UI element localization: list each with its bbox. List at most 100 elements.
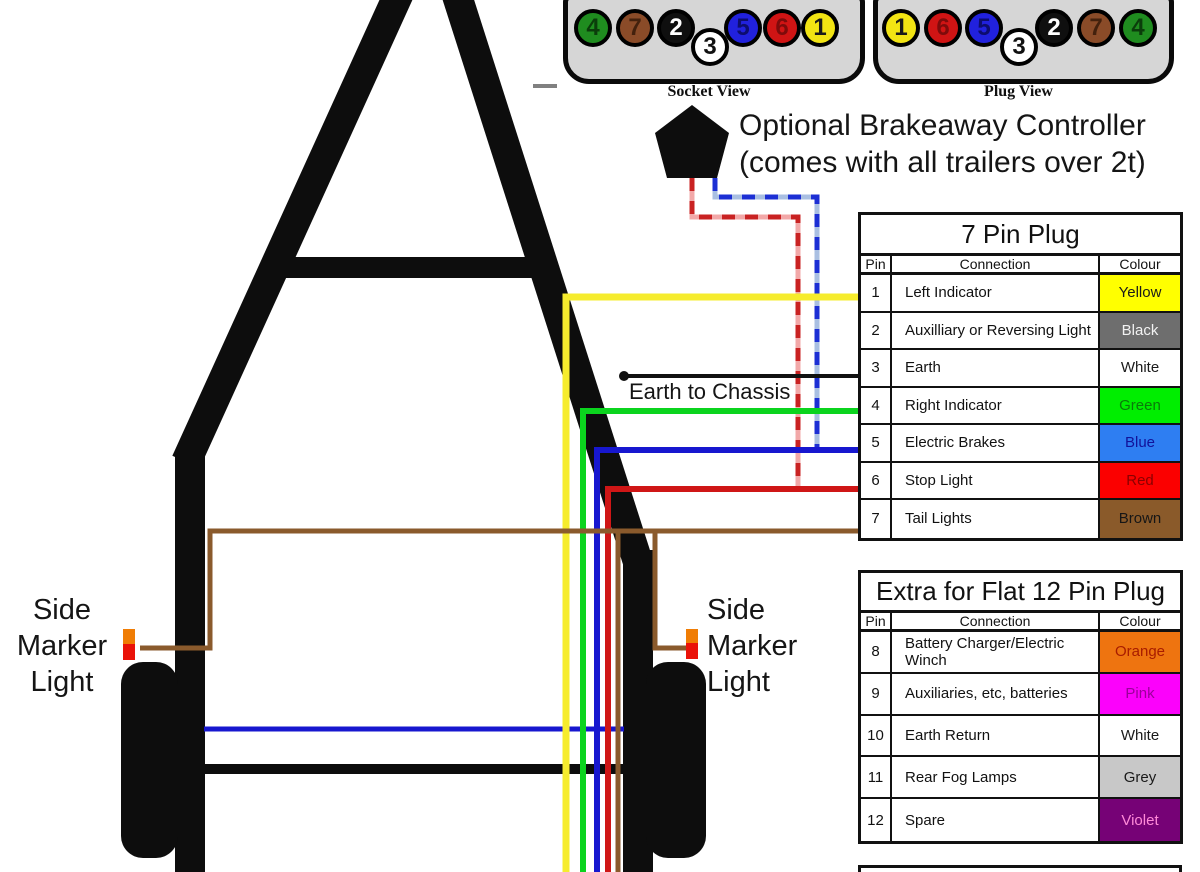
brakeaway-title-line1: Optional Brakeaway Controller [739, 109, 1146, 142]
right-wheel [646, 662, 706, 858]
brakeaway-blue-wire [712, 178, 820, 450]
cell-connection: Earth [892, 350, 1100, 386]
table-row: 7 Tail Lights Brown [861, 500, 1180, 538]
drawbar-left-diagonal [172, 0, 413, 469]
cell-colour: Green [1100, 387, 1180, 423]
cell-connection: Electric Brakes [892, 425, 1100, 461]
side-marker-left-line1: Side [32, 594, 92, 626]
cell-connection: Right Indicator [892, 387, 1100, 423]
table-row: 10 Earth Return White [861, 715, 1180, 758]
drawbar-crossbar [286, 257, 549, 278]
brakeaway-wires [689, 178, 820, 489]
header-pin: Pin [861, 613, 892, 629]
brown-wire-pin7-right [652, 531, 688, 651]
cell-connection: Left Indicator [892, 275, 1100, 311]
cell-pin: 2 [861, 312, 892, 348]
cell-pin: 4 [861, 387, 892, 423]
plug-pin-3: 3 [1000, 28, 1038, 66]
left-marker-light-orange [123, 629, 135, 644]
cell-pin: 9 [861, 673, 892, 714]
right-marker-light-orange [686, 629, 698, 643]
side-marker-label-left: Side Marker Light [6, 592, 118, 700]
socket-view-label: Socket View [667, 83, 751, 100]
socket-pin-6: 6 [763, 9, 801, 47]
plug-view-label: Plug View [984, 83, 1053, 100]
table-row: 9 Auxiliaries, etc, batteries Pink [861, 673, 1180, 716]
red-wire-pin6 [605, 486, 858, 872]
side-marker-right-line1: Side [707, 594, 766, 626]
cell-pin: 10 [861, 715, 892, 756]
cell-connection: Stop Light [892, 462, 1100, 498]
cell-pin: 5 [861, 425, 892, 461]
side-marker-left-line2: Marker [16, 630, 108, 662]
socket-pin-7: 7 [616, 9, 654, 47]
cell-colour: White [1100, 350, 1180, 386]
socket-pin-5: 5 [724, 9, 762, 47]
earth-to-chassis-label: Earth to Chassis [629, 379, 791, 404]
earth-wire-dot [619, 371, 629, 381]
brakeaway-red-wire-under [689, 178, 801, 489]
socket-view-shell: 4 7 2 3 5 6 1 [563, 0, 865, 84]
table-row: 2 Auxilliary or Reversing Light Black [861, 312, 1180, 350]
cell-colour: Violet [1100, 799, 1180, 841]
cell-pin: 7 [861, 500, 892, 538]
socket-pin-2: 2 [657, 9, 695, 47]
table-row: 3 Earth White [861, 350, 1180, 388]
blue-wire-pin5 [594, 447, 858, 872]
cell-colour: Black [1100, 312, 1180, 348]
side-marker-right-line3: Light [707, 666, 770, 698]
table-row: 1 Left Indicator Yellow [861, 275, 1180, 313]
cell-connection: Tail Lights [892, 500, 1100, 538]
twelve-pin-table: Extra for Flat 12 Pin Plug Pin Connectio… [858, 570, 1183, 844]
left-frame-rail [175, 450, 205, 872]
header-colour: Colour [1119, 613, 1161, 629]
cell-colour: White [1100, 715, 1180, 756]
cell-connection: Auxiliaries, etc, batteries [892, 673, 1100, 714]
cell-pin: 8 [861, 632, 892, 672]
table-row: 5 Electric Brakes Blue [861, 425, 1180, 463]
axle [200, 764, 630, 774]
partial-table-top-edge [858, 865, 1182, 872]
side-marker-lights [123, 629, 698, 660]
plug-pin-4: 4 [1119, 9, 1157, 47]
right-marker-light-red [686, 643, 698, 659]
cell-colour: Orange [1100, 632, 1180, 672]
plug-pin-2: 2 [1035, 9, 1073, 47]
socket-pin-3: 3 [691, 28, 729, 66]
trailer-frame [121, 0, 729, 872]
plug-pin-7: 7 [1077, 9, 1115, 47]
cell-pin: 3 [861, 350, 892, 386]
table-row: 12 Spare Violet [861, 799, 1180, 841]
side-marker-left-line3: Light [30, 666, 94, 698]
cell-connection: Auxilliary or Reversing Light [892, 312, 1100, 348]
twelve-pin-table-header: Pin Connection Colour [861, 613, 1180, 632]
seven-pin-table-title: 7 Pin Plug [861, 215, 1180, 256]
cell-pin: 6 [861, 462, 892, 498]
pin-wires [140, 293, 858, 872]
cell-colour: Pink [1100, 673, 1180, 714]
table-row: 11 Rear Fog Lamps Grey [861, 757, 1180, 800]
twelve-pin-table-title: Extra for Flat 12 Pin Plug [861, 573, 1180, 613]
socket-pin-4: 4 [574, 9, 612, 47]
cell-colour: Yellow [1100, 275, 1180, 311]
seven-pin-table-header: Pin Connection Colour [861, 256, 1180, 275]
stray-dash [533, 84, 557, 88]
cell-connection: Spare [892, 799, 1100, 841]
cell-connection: Earth Return [892, 715, 1100, 756]
cell-pin: 1 [861, 275, 892, 311]
header-pin: Pin [861, 256, 892, 272]
cell-connection: Rear Fog Lamps [892, 757, 1100, 798]
brakeaway-title: Optional Brakeaway Controller (comes wit… [739, 107, 1146, 181]
brakeaway-red-wire [689, 178, 801, 489]
left-wheel [121, 662, 178, 858]
cell-colour: Blue [1100, 425, 1180, 461]
header-connection: Connection [892, 256, 1100, 272]
side-marker-label-right: Side Marker Light [707, 592, 797, 700]
plug-pin-1: 1 [882, 9, 920, 47]
header-colour: Colour [1119, 256, 1161, 272]
socket-pin-1: 1 [801, 9, 839, 47]
cell-colour: Brown [1100, 500, 1180, 538]
brown-wire-pin7-left [140, 528, 858, 651]
cell-pin: 12 [861, 799, 892, 841]
